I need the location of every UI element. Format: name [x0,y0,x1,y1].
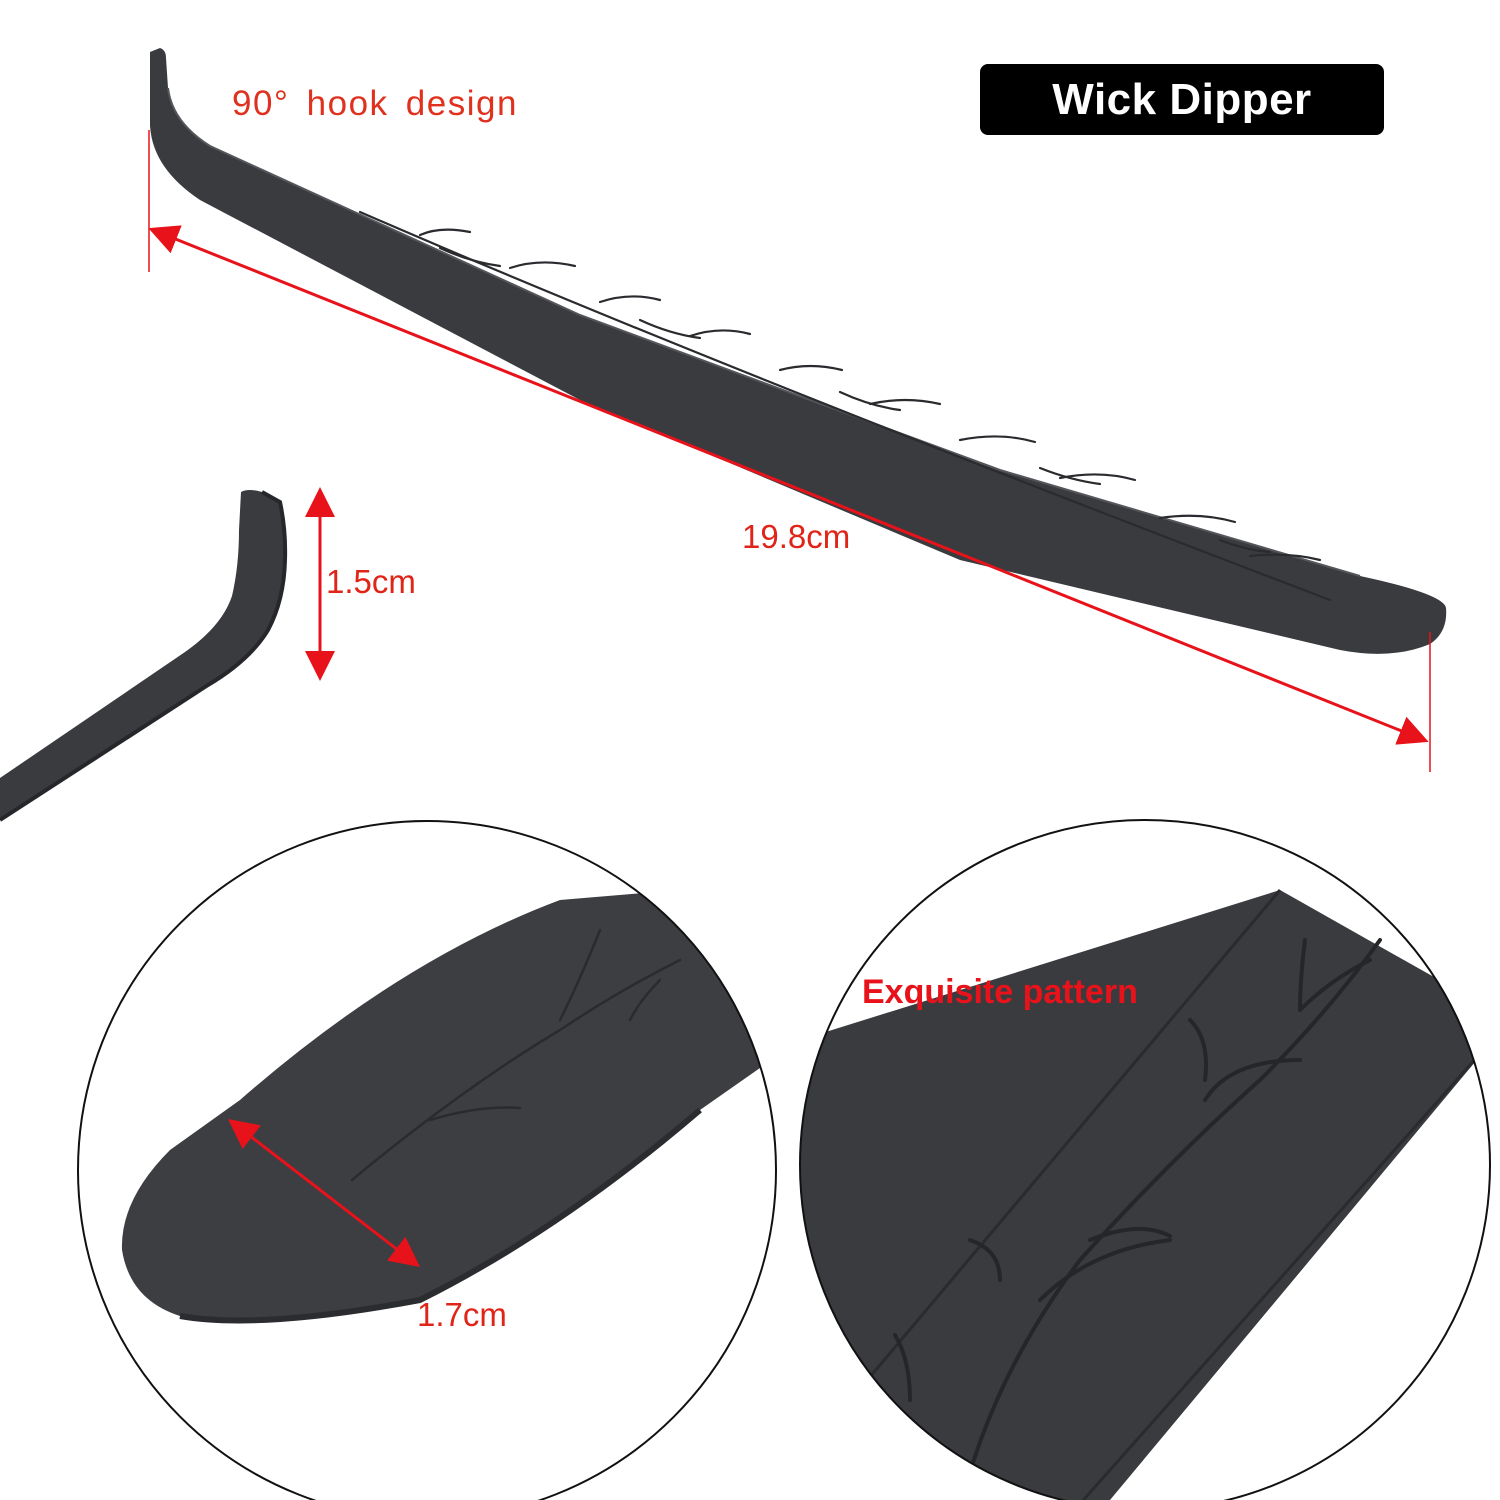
pattern-closeup-edge-bottom [1028,1019,1490,1500]
tip-circle-outline [77,820,777,1500]
hook-closeup-edge [0,490,288,822]
length-measurement [148,130,1431,772]
hook-height-label: 1.5cm [326,563,416,600]
width-arrow [228,1118,420,1268]
hook-closeup-body [0,490,286,820]
tip-detail-circle [77,820,777,1500]
hook-closeup [0,490,288,822]
hook-design-label: 90° hook design [232,84,518,123]
pattern-closeup-edge-top [800,889,1282,1461]
pattern-closeup-body [800,890,1490,1500]
product-title: Wick Dipper [1052,74,1312,124]
tip-closeup-edge [179,1107,702,1324]
pattern-label: Exquisite pattern [862,973,1138,1011]
product-title-badge: Wick Dipper [980,64,1384,135]
pattern-leaf-engraving [893,938,1382,1500]
length-arrow [148,225,1429,745]
tool-edge-highlight [167,87,1361,577]
pattern-circle-outline [799,819,1491,1500]
tip-closeup-body [121,880,776,1321]
pattern-detail-circle [799,819,1491,1500]
tip-width-label: 1.7cm [417,1296,507,1333]
length-label: 19.8cm [742,518,851,555]
